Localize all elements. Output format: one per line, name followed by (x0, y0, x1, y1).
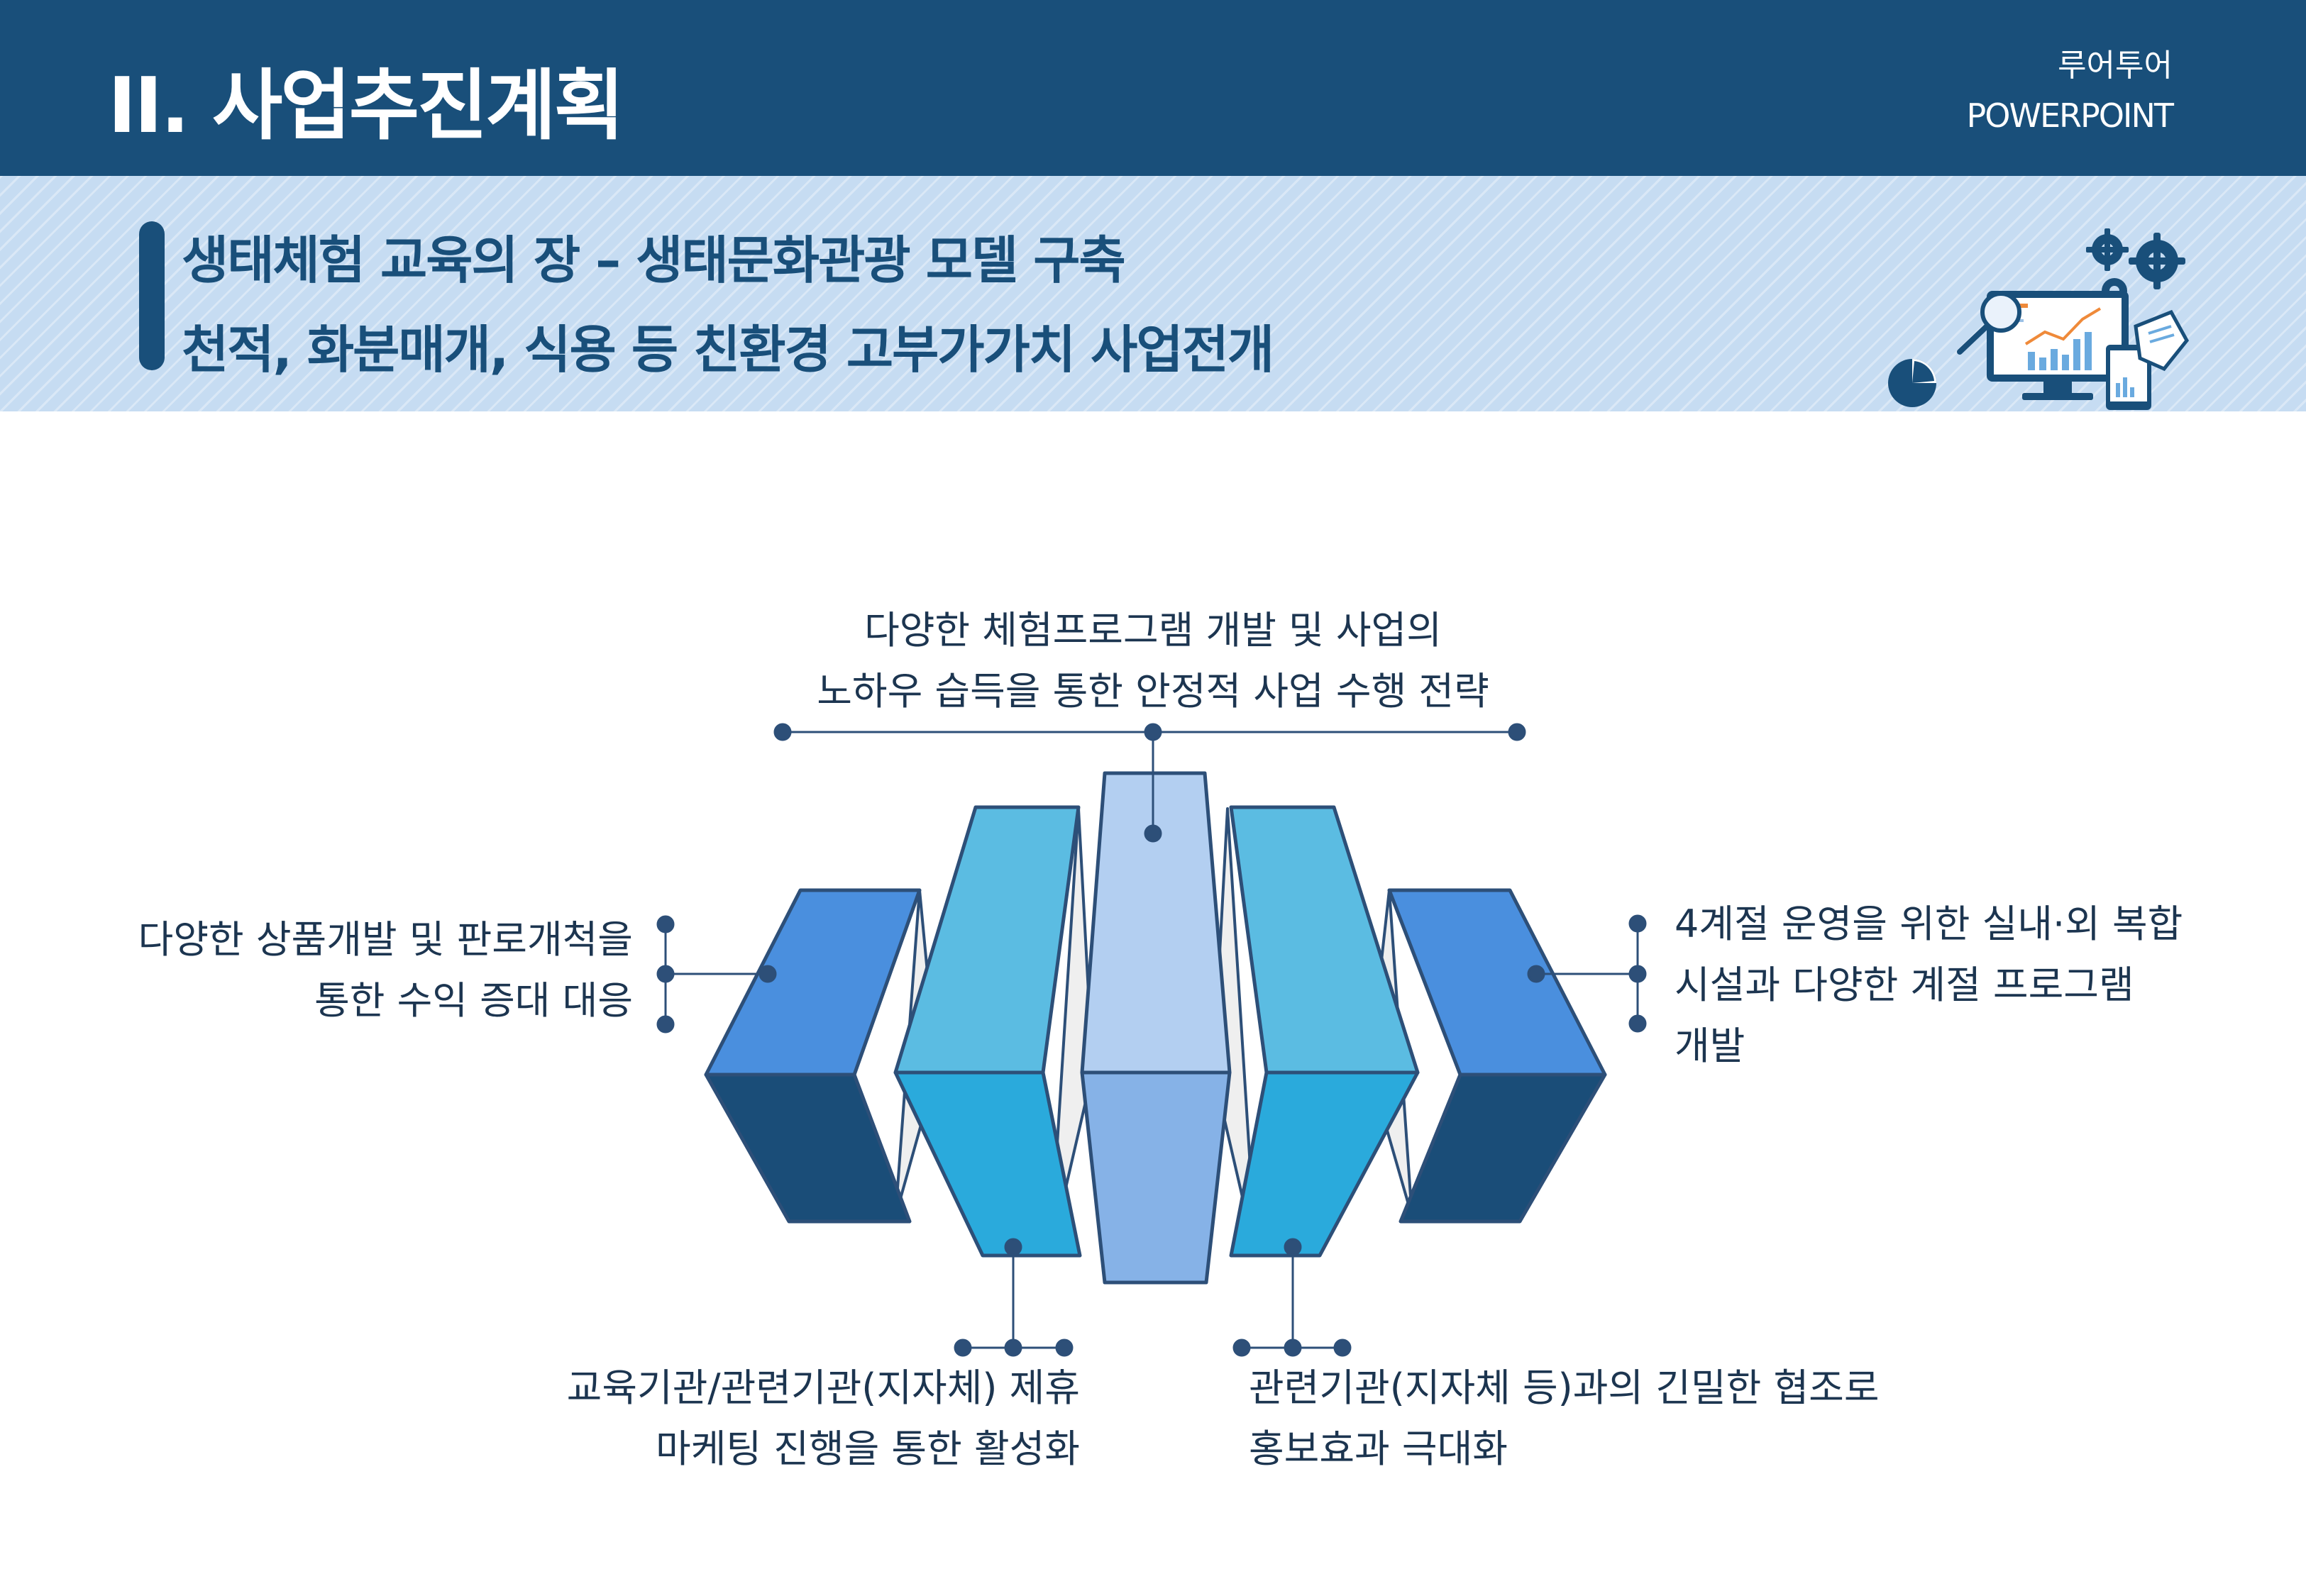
brand: 루어투어 POWERPOINT (1966, 41, 2174, 140)
brand-name: 루어투어 (2058, 48, 2173, 84)
connector-dot (1333, 1339, 1352, 1357)
annotation-bottom-right-line-2: 홍보효과 극대화 (1249, 1426, 1508, 1471)
subtitle-line-1: 생태체험 교육의 장 – 생태문화관광 모델 구축 (182, 231, 1126, 290)
connector-dot (1284, 1339, 1302, 1357)
annotation-bottom-left-line-2: 마케팅 진행을 통한 활성화 (656, 1426, 1080, 1471)
annotation-top-line-2: 노하우 습득을 통한 안정적 사업 수행 전략 (817, 669, 1489, 714)
connector-dot (656, 915, 675, 933)
annotation-right: 4계절 운영을 위한 실내·외 복합 시설과 다양한 계절 프로그램 개발 (1675, 894, 2183, 1077)
gap-fill-inner-left (1049, 807, 1094, 1257)
right-mid-block-bottom-face (1229, 1070, 1420, 1258)
accent-bar (139, 221, 165, 370)
annotation-left-line-2: 통한 수익 증대 대응 (314, 978, 633, 1023)
annotation-left-line-1: 다양한 상품개발 및 판로개척을 (138, 917, 633, 962)
document-icon (2134, 309, 2189, 372)
header-bar: II. 사업추진계획 루어투어 POWERPOINT (0, 0, 2306, 176)
gear-icon (2086, 228, 2185, 304)
connectors (656, 723, 1647, 1357)
annotation-bottom-left-line-1: 교육기관/관련기관(지자체) 제휴 (566, 1365, 1080, 1410)
page-title: II. 사업추진계획 (108, 62, 624, 150)
connector-dot (758, 965, 777, 983)
connector-dot (1508, 723, 1526, 741)
connector-dot (1284, 1238, 1302, 1256)
pie-chart-icon (1888, 359, 1936, 407)
annotation-right-line-2: 시설과 다양한 계절 프로그램 (1675, 963, 2134, 1007)
tablet-icon (2106, 345, 2151, 410)
connector-dot (656, 965, 675, 983)
center-block-bottom-face (1080, 1070, 1232, 1285)
connector-dot (1144, 723, 1162, 741)
connector-dot (1527, 965, 1545, 983)
annotation-right-line-1: 4계절 운영을 위한 실내·외 복합 (1675, 902, 2183, 946)
connector-dot (1628, 1014, 1647, 1033)
connector-dot (1004, 1238, 1022, 1256)
center-block-top-face (1080, 771, 1232, 1075)
right-block-top-face (1387, 888, 1607, 1077)
connector-dot (1144, 824, 1162, 843)
right-block-bottom-face (1399, 1073, 1607, 1224)
gap-fill-inner-right (1212, 807, 1257, 1257)
annotation-bottom-right-line-1: 관련기관(지자체 등)과의 긴밀한 협조로 (1249, 1365, 1880, 1410)
connector-dot (1004, 1339, 1022, 1357)
left-block-top-face (704, 888, 922, 1077)
annotation-top: 다양한 체험프로그램 개발 및 사업의 노하우 습득을 통한 안정적 사업 수행… (798, 600, 1508, 722)
left-mid-block-bottom-face (893, 1070, 1082, 1258)
brand-subtitle: POWERPOINT (1966, 96, 2174, 135)
connector-dot (954, 1339, 972, 1357)
connector-dot (1628, 914, 1647, 933)
connector-dot (1232, 1339, 1251, 1357)
connector-dot (1628, 965, 1647, 983)
annotation-right-line-3: 개발 (1675, 1024, 1745, 1068)
subtitle-line-2: 천적, 화분매개, 식용 등 친환경 고부가가치 사업전개 (182, 320, 1274, 379)
dashboard-illustration (1888, 228, 2189, 410)
annotation-top-line-1: 다양한 체험프로그램 개발 및 사업의 (864, 608, 1442, 653)
annotation-bottom-right: 관련기관(지자체 등)과의 긴밀한 협조로 홍보효과 극대화 (1249, 1358, 1880, 1480)
magnifier-icon (1957, 292, 2021, 355)
annotation-left: 다양한 상품개발 및 판로개척을 통한 수익 증대 대응 (138, 909, 633, 1031)
annotation-bottom-left: 교육기관/관련기관(지자체) 제휴 마케팅 진행을 통한 활성화 (567, 1358, 1080, 1480)
left-block-bottom-face (704, 1073, 912, 1224)
connector-dot (656, 1015, 675, 1033)
connector-dot (773, 723, 792, 741)
connector-dot (1055, 1339, 1074, 1357)
monitor-chart-icon (1987, 291, 2129, 400)
